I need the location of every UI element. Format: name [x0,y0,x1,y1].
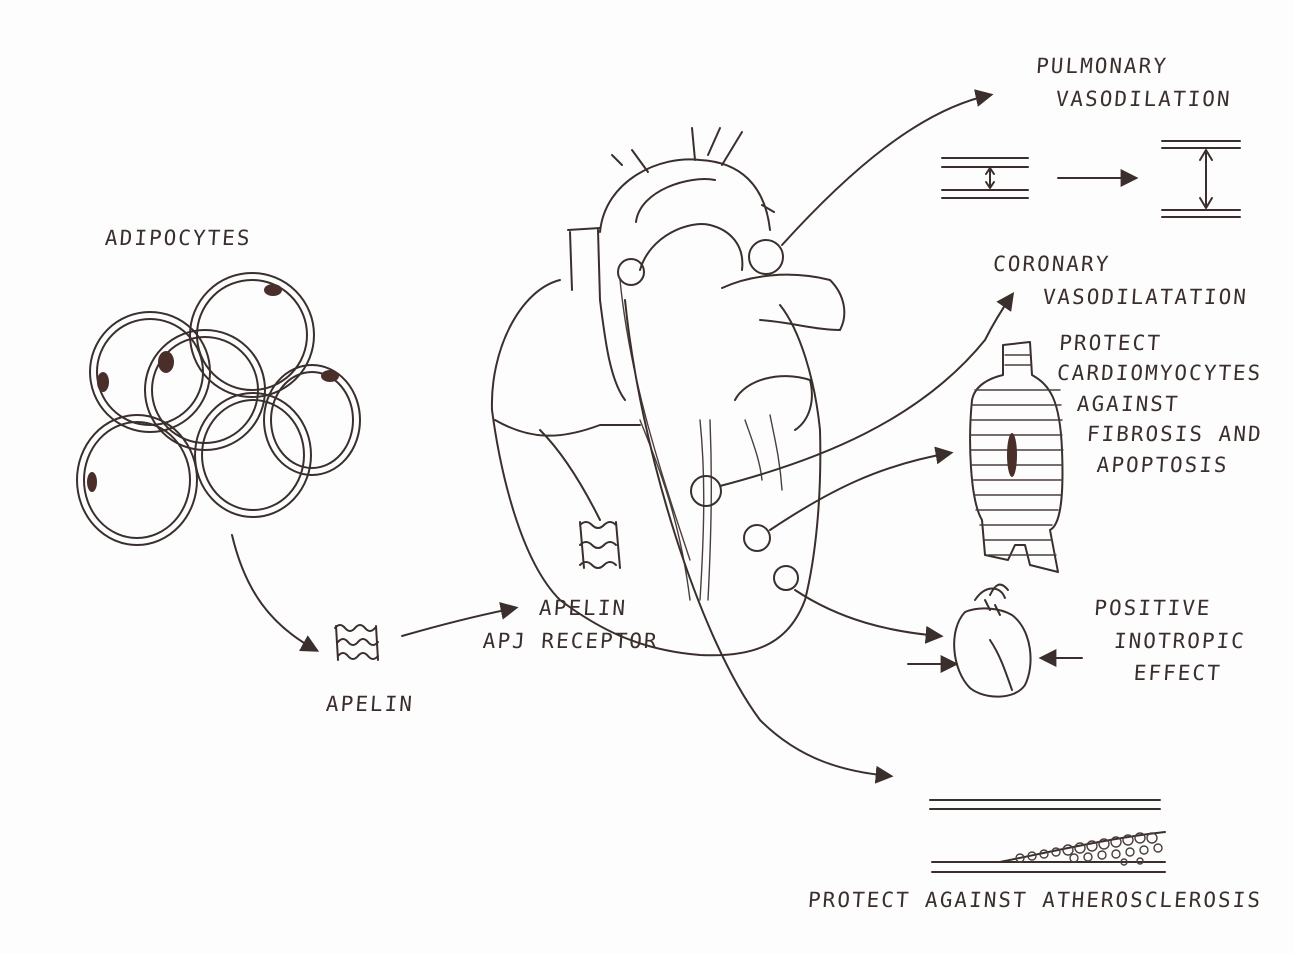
label-pulmonary-line2: VASODILATION [1033,83,1233,116]
label-inotropic-line2: INOTROPIC [1091,625,1247,658]
arrow-to-pulmonary [782,95,990,245]
apelin-peptide-icon [335,625,378,660]
label-apelin-receptor: APELIN APJ RECEPTOR [482,592,662,657]
label-apelin-receptor-line1: APELIN [484,592,662,625]
label-protect-line1: PROTECT [1058,328,1270,358]
label-coronary-vasodilatation: CORONARY VASODILATATION [990,248,1252,313]
small-heart-icon [908,585,1082,697]
arrow-to-coronary [720,295,1012,486]
label-adipocytes: ADIPOCYTES [104,222,253,255]
label-protect-line4: FIBROSIS AND [1052,419,1264,449]
arrow-adipocytes-to-apelin [232,535,316,650]
heart-drawing [492,128,844,655]
label-protect-line5: APOPTOSIS [1050,450,1262,480]
arrow-to-inotropic [795,590,940,636]
label-protect-cardiomyocytes: PROTECT CARDIOMYOCYTES AGAINST FIBROSIS … [1050,328,1270,480]
label-protect-line2: CARDIOMYOCYTES [1056,358,1268,388]
adipocyte-cluster [77,273,360,545]
artery-plaque-icon [930,800,1165,872]
label-positive-inotropic-effect: POSITIVE INOTROPIC EFFECT [1089,592,1250,690]
label-apelin: APELIN [325,688,415,721]
label-inotropic-line1: POSITIVE [1093,592,1249,625]
label-pulmonary-vasodilation: PULMONARY VASODILATION [1033,50,1235,115]
label-protect-line3: AGAINST [1054,389,1266,419]
label-pulmonary-line1: PULMONARY [1035,50,1235,83]
cardiomyocyte-icon [970,342,1063,572]
label-coronary-line1: CORONARY [992,248,1251,281]
label-coronary-line2: VASODILATATION [990,281,1249,314]
arrow-to-atherosclerosis [625,300,890,776]
arrow-to-cardiomyocytes [770,453,950,530]
label-apelin-receptor-line2: APJ RECEPTOR [482,625,660,658]
vessel-dilation-icon [942,141,1240,217]
label-atherosclerosis: PROTECT AGAINST ATHEROSCLEROSIS [807,884,1263,917]
label-inotropic-line3: EFFECT [1089,657,1245,690]
